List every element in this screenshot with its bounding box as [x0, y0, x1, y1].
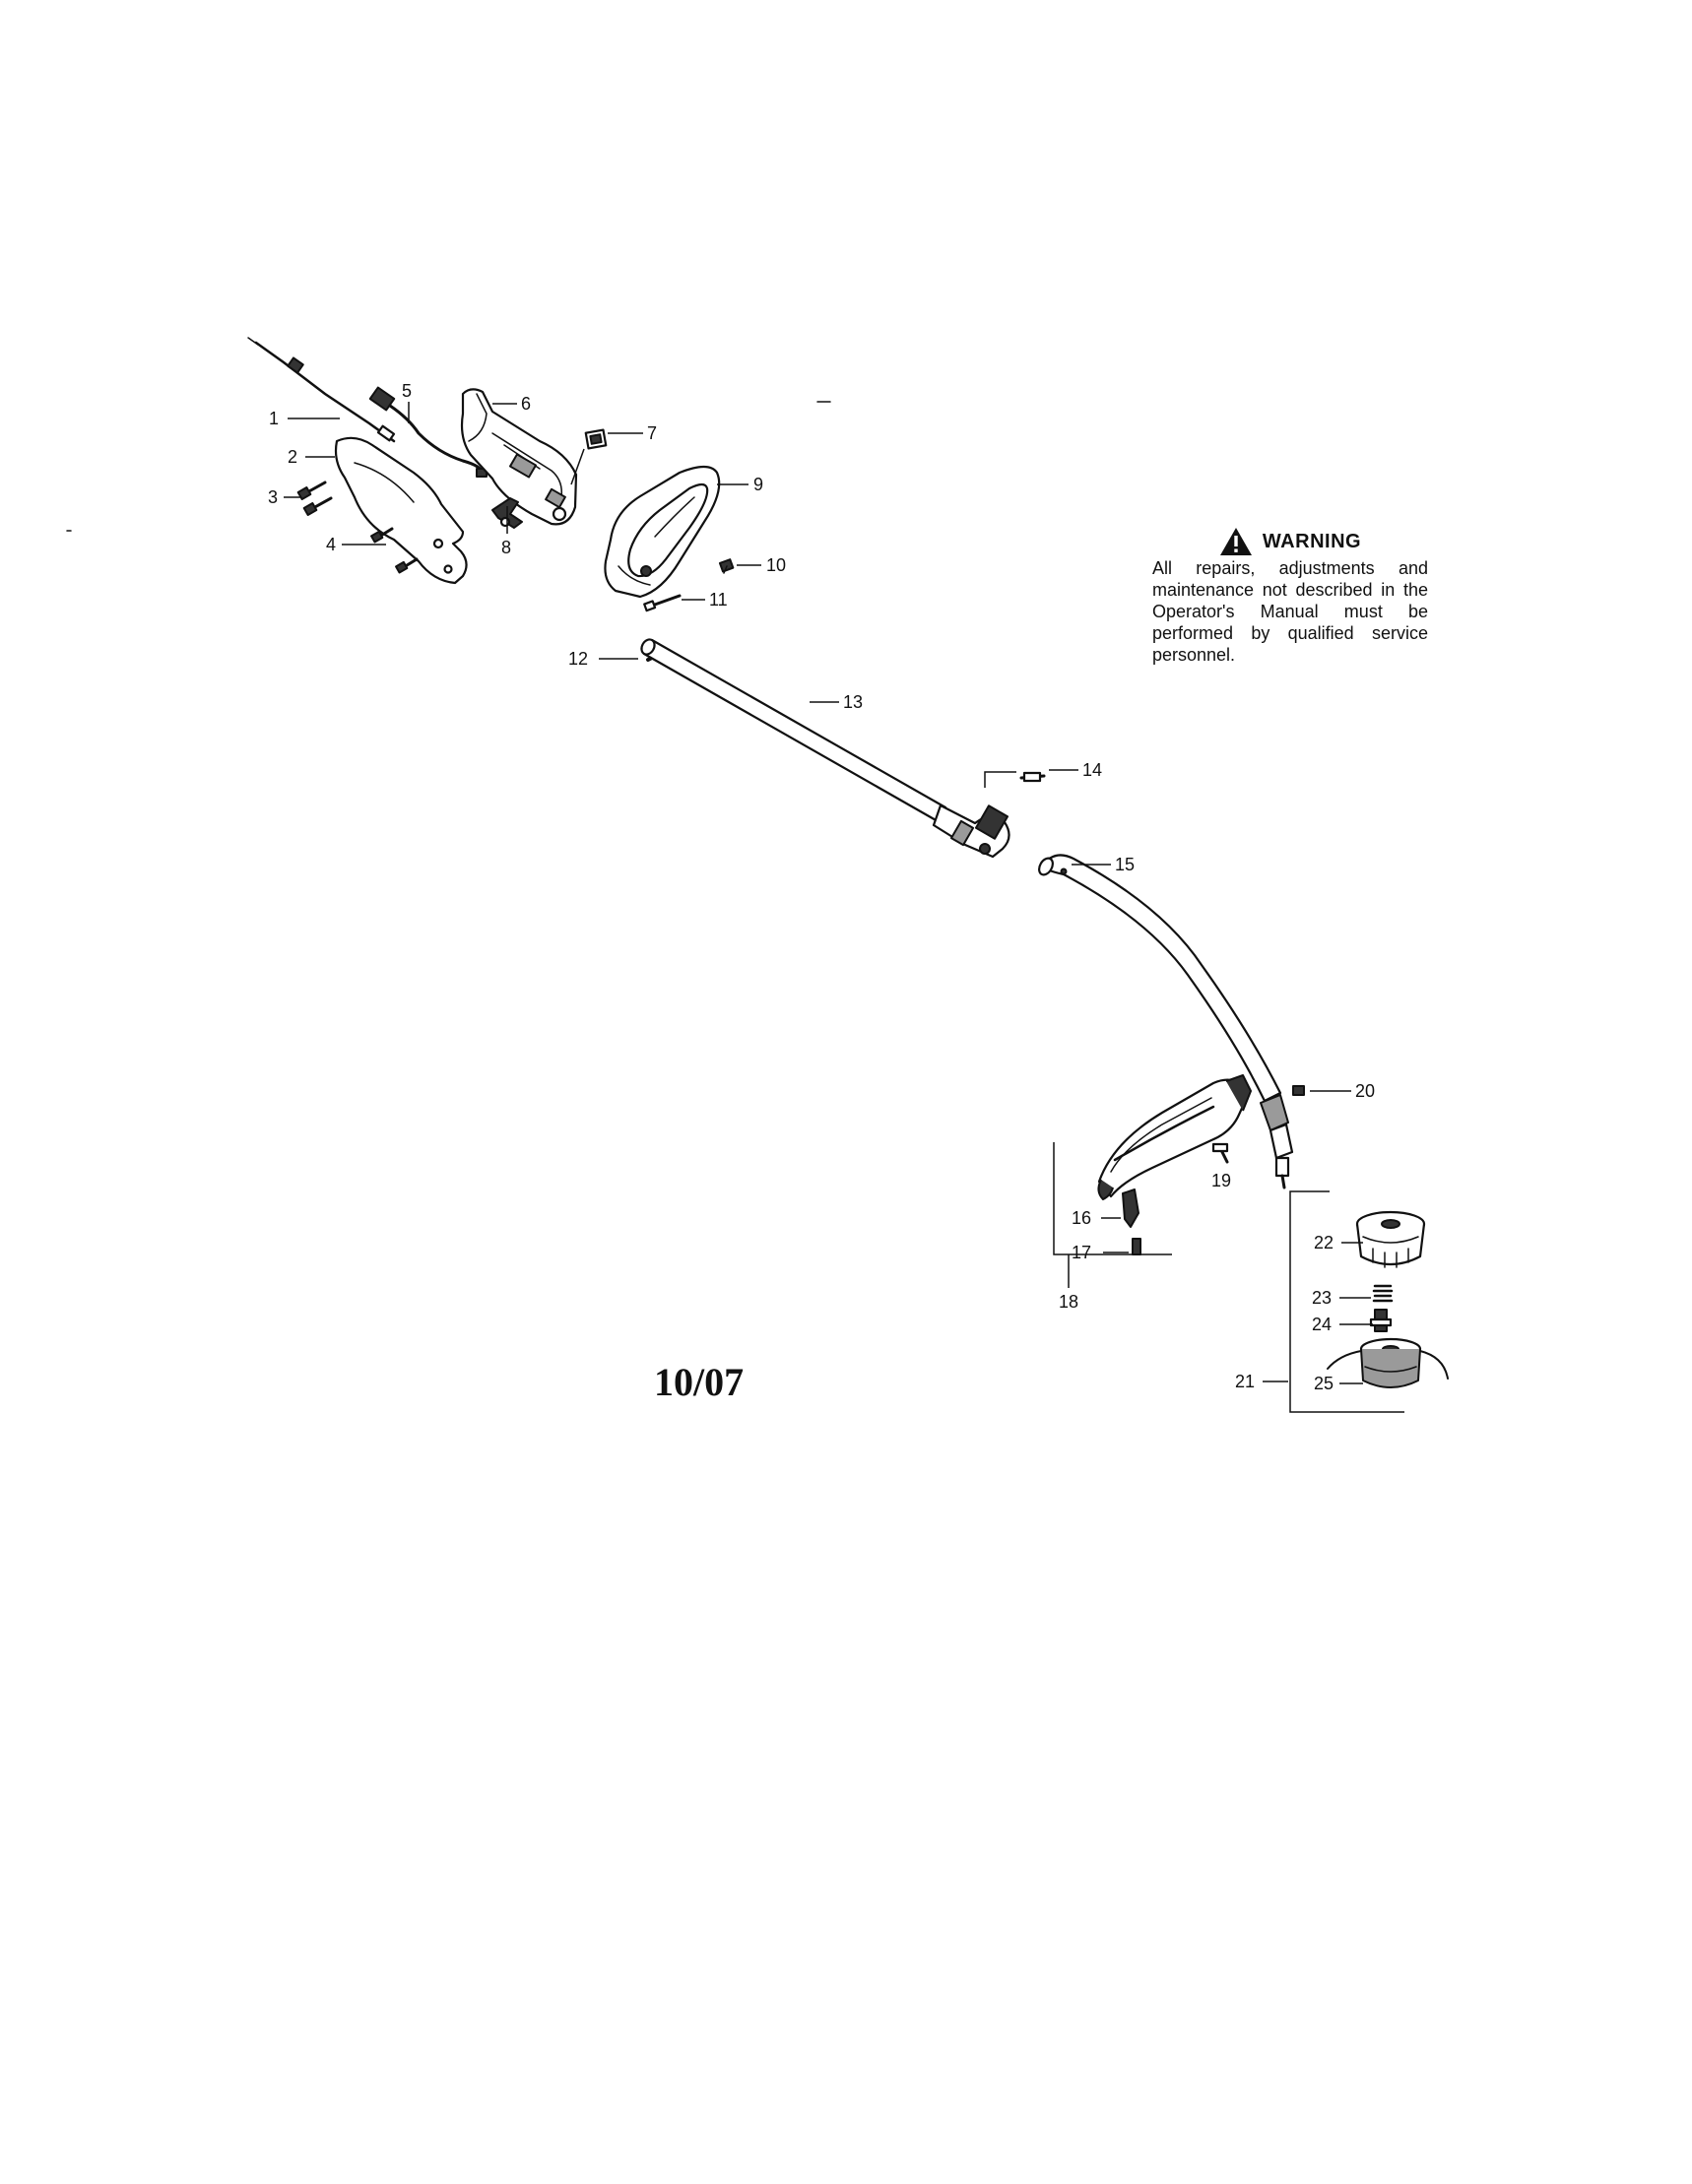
part-11-bolt [643, 594, 682, 612]
part-7-switch [584, 428, 608, 450]
leader-7b [570, 448, 585, 485]
callout-17: 17 [1072, 1243, 1091, 1262]
callout-6: 6 [521, 394, 531, 414]
callout-23: 23 [1312, 1288, 1332, 1308]
part-22-spool-cover [1355, 1210, 1426, 1268]
callout-21: 21 [1235, 1372, 1255, 1391]
warning-triangle-icon [1219, 528, 1252, 555]
part-19-bolt [1211, 1142, 1229, 1164]
callout-2: 2 [288, 447, 297, 467]
callout-9: 9 [753, 475, 763, 494]
part-4-screws [370, 527, 419, 574]
part-1-throttle-cable [247, 337, 396, 443]
part-20-screw [1292, 1085, 1305, 1096]
callout-22: 22 [1314, 1233, 1334, 1253]
part-10-nut [718, 558, 735, 574]
callout-4: 4 [326, 535, 336, 554]
part-13-upper-shaft [640, 638, 1010, 859]
part-6-handle-housing [460, 388, 578, 526]
callout-19: 19 [1211, 1171, 1231, 1190]
callout-5: 5 [402, 381, 412, 401]
part-2-handle-housing [334, 436, 468, 585]
callout-3: 3 [268, 487, 278, 507]
callout-25: 25 [1314, 1374, 1334, 1393]
callout-11: 11 [709, 590, 728, 610]
part-15-lower-shaft [1038, 854, 1294, 1189]
leader-14a [984, 771, 1016, 788]
callout-15: 15 [1115, 855, 1135, 874]
part-3-screws [296, 481, 333, 516]
part-14-bolt [1019, 771, 1046, 783]
part-25-spool [1327, 1337, 1449, 1388]
callout-20: 20 [1355, 1081, 1375, 1101]
warning-text: All repairs, adjustments and maintenance… [1152, 558, 1428, 665]
callout-8: 8 [501, 538, 511, 557]
warning-notice: WARNING All repairs, adjustments and mai… [1152, 527, 1428, 666]
bracket-18 [1053, 1142, 1172, 1255]
part-24-spool-insert [1369, 1309, 1393, 1332]
callout-16: 16 [1072, 1208, 1091, 1228]
part-23-spring [1372, 1284, 1394, 1303]
grass-deflector-guard [1097, 1074, 1252, 1200]
warning-header: WARNING [1152, 527, 1428, 556]
warning-title: WARNING [1262, 531, 1362, 552]
callout-18: 18 [1059, 1292, 1078, 1312]
part-16-cutter-blade [1122, 1188, 1139, 1228]
revision-date: 10/07 [654, 1360, 745, 1404]
bracket-21 [1289, 1190, 1404, 1413]
callout-12: 12 [568, 649, 588, 669]
callout-1: 1 [269, 409, 279, 428]
callout-13: 13 [843, 692, 863, 712]
part-17-screw [1132, 1238, 1141, 1255]
callout-24: 24 [1312, 1315, 1332, 1334]
callout-14: 14 [1082, 760, 1102, 780]
part-9-d-handle [604, 465, 721, 599]
callout-10: 10 [766, 555, 786, 575]
callout-7: 7 [647, 423, 657, 443]
